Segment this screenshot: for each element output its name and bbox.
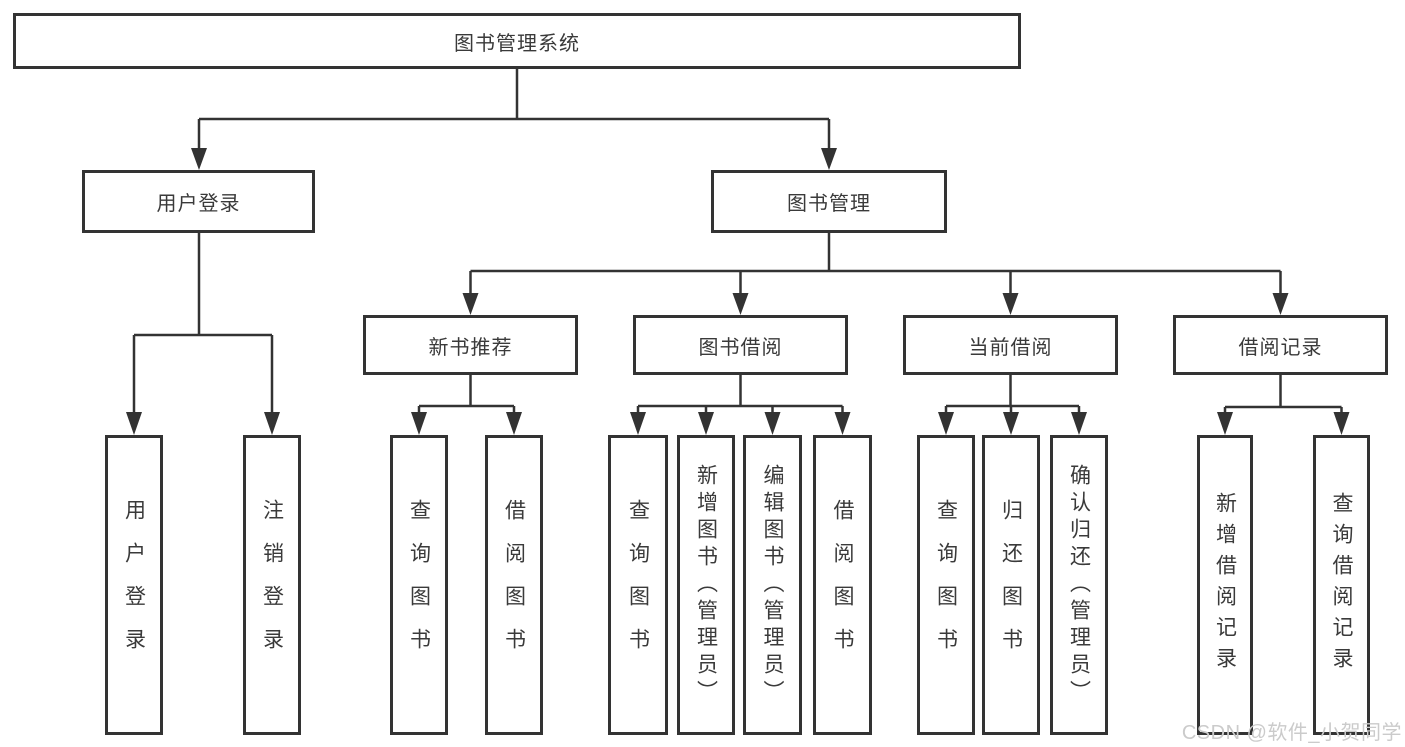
node-root: 图书管理系统 xyxy=(13,13,1021,69)
node-book-borrow: 图书借阅 xyxy=(633,315,848,375)
leaf-current-confirm-admin: 确认归还（管理员） xyxy=(1050,435,1108,735)
node-user-login-label: 用户登录 xyxy=(156,193,241,215)
leaf-borrow-edit-admin: 编辑图书（管理员） xyxy=(743,435,802,735)
leaf-records-add-label: 新增借阅记录 xyxy=(1213,492,1237,678)
node-borrow-records-label: 借阅记录 xyxy=(1238,336,1323,359)
leaf-user-login-label: 用户登录 xyxy=(122,499,146,671)
leaf-borrow-query-label: 查询图书 xyxy=(626,499,650,671)
node-current-borrow: 当前借阅 xyxy=(903,315,1118,375)
node-user-login: 用户登录 xyxy=(82,170,315,233)
leaf-borrow-query: 查询图书 xyxy=(608,435,668,735)
csdn-watermark: CSDN @软件_小贺同学 xyxy=(1181,722,1402,744)
node-new-books-label: 新书推荐 xyxy=(428,336,513,359)
leaf-current-query: 查询图书 xyxy=(917,435,975,735)
leaf-borrow-edit-admin-label: 编辑图书（管理员） xyxy=(761,463,784,707)
leaf-borrow-add-admin: 新增图书（管理员） xyxy=(677,435,735,735)
leaf-borrow-borrow-label: 借阅图书 xyxy=(831,499,854,671)
leaf-logout-label: 注销登录 xyxy=(260,499,284,671)
leaf-current-return: 归还图书 xyxy=(982,435,1040,735)
node-book-mgmt: 图书管理 xyxy=(711,170,947,233)
node-book-mgmt-label: 图书管理 xyxy=(787,193,871,215)
leaf-records-query: 查询借阅记录 xyxy=(1313,435,1370,735)
node-borrow-records: 借阅记录 xyxy=(1173,315,1388,375)
leaf-borrow-add-admin-label: 新增图书（管理员） xyxy=(694,463,718,707)
leaf-newbooks-borrow-label: 借阅图书 xyxy=(502,499,526,671)
leaf-newbooks-borrow: 借阅图书 xyxy=(485,435,543,735)
leaf-user-login: 用户登录 xyxy=(105,435,163,735)
node-root-label: 图书管理系统 xyxy=(454,32,580,55)
leaf-newbooks-query: 查询图书 xyxy=(390,435,448,735)
node-book-borrow-label: 图书借阅 xyxy=(698,336,783,359)
leaf-newbooks-query-label: 查询图书 xyxy=(407,499,431,671)
node-new-books: 新书推荐 xyxy=(363,315,578,375)
leaf-logout: 注销登录 xyxy=(243,435,301,735)
leaf-current-query-label: 查询图书 xyxy=(934,499,958,671)
leaf-records-query-label: 查询借阅记录 xyxy=(1330,492,1353,678)
leaf-current-confirm-admin-label: 确认归还（管理员） xyxy=(1067,463,1091,707)
leaf-current-return-label: 归还图书 xyxy=(999,499,1023,671)
leaf-borrow-borrow: 借阅图书 xyxy=(813,435,872,735)
leaf-records-add: 新增借阅记录 xyxy=(1197,435,1253,735)
node-current-borrow-label: 当前借阅 xyxy=(968,336,1053,359)
